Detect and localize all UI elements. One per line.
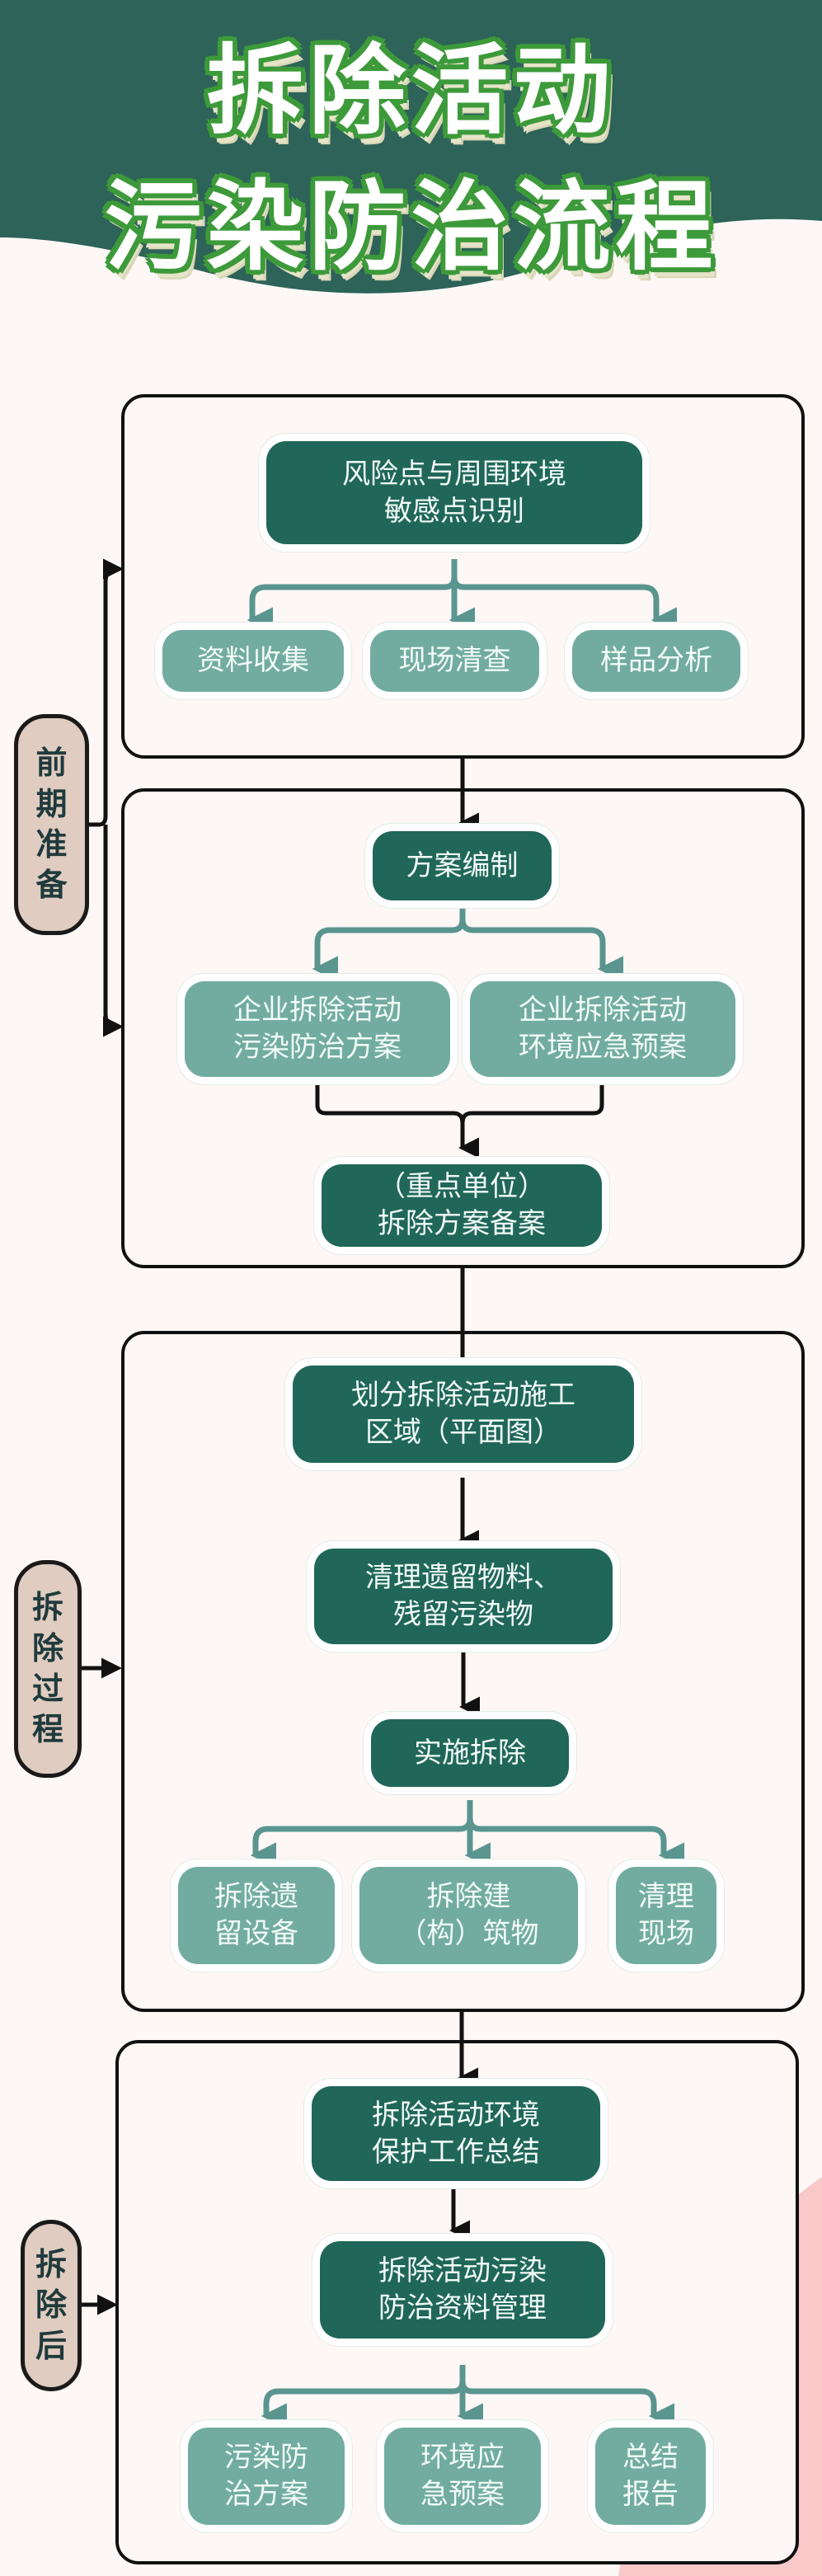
node-plan-preparation: 方案编制 <box>373 831 552 900</box>
stage-2-char: 除 <box>31 1629 63 1666</box>
node-remove-equipment: 拆除遗 留设备 <box>178 1867 335 1964</box>
stage-1-char: 前 <box>35 745 68 782</box>
stage-label-preparation: 前 期 准 备 <box>14 714 89 935</box>
stage-3-char: 除 <box>35 2287 67 2324</box>
node-doc-summary-report: 总结 报告 <box>595 2428 706 2525</box>
header-wave <box>0 0 822 294</box>
node-pollution-plan: 企业拆除活动 污染防治方案 <box>185 981 450 1077</box>
node-implement-demolition: 实施拆除 <box>371 1719 569 1787</box>
stage-2-char: 拆 <box>31 1589 63 1626</box>
stage-3-char: 后 <box>35 2327 67 2364</box>
stage-label-post: 拆 除 后 <box>21 2220 82 2391</box>
node-zone-division: 划分拆除活动施工 区域（平面图） <box>293 1366 634 1463</box>
node-env-summary: 拆除活动环境 保护工作总结 <box>312 2086 600 2181</box>
title-line-1: 拆除活动 <box>206 34 616 148</box>
node-plan-filing: （重点单位） 拆除方案备案 <box>322 1164 602 1247</box>
stage-1-char: 备 <box>35 867 68 904</box>
node-doc-pollution-plan: 污染防 治方案 <box>188 2428 345 2525</box>
stage-1-char: 期 <box>35 785 68 822</box>
stage-2-char: 过 <box>31 1671 63 1707</box>
node-sample-analysis: 样品分析 <box>572 630 740 692</box>
node-emergency-plan: 企业拆除活动 环境应急预案 <box>470 981 735 1077</box>
node-data-management: 拆除活动污染 防治资料管理 <box>320 2241 605 2339</box>
title-line-2: 污染防治流程 <box>104 170 718 284</box>
node-remove-buildings: 拆除建 （构）筑物 <box>359 1867 578 1964</box>
node-risk-identification: 风险点与周围环境 敏感点识别 <box>266 441 642 544</box>
stage-1-char: 准 <box>35 826 68 863</box>
stage-3-char: 拆 <box>35 2245 67 2282</box>
stage-2-char: 程 <box>31 1711 63 1748</box>
node-data-collection: 资料收集 <box>162 630 344 692</box>
stage-label-process: 拆 除 过 程 <box>14 1560 82 1778</box>
node-site-inspection: 现场清查 <box>370 630 539 692</box>
node-doc-emergency-plan: 环境应 急预案 <box>384 2428 541 2525</box>
node-clear-materials: 清理遗留物料、 残留污染物 <box>314 1549 613 1644</box>
node-clean-site: 清理 现场 <box>616 1867 716 1964</box>
